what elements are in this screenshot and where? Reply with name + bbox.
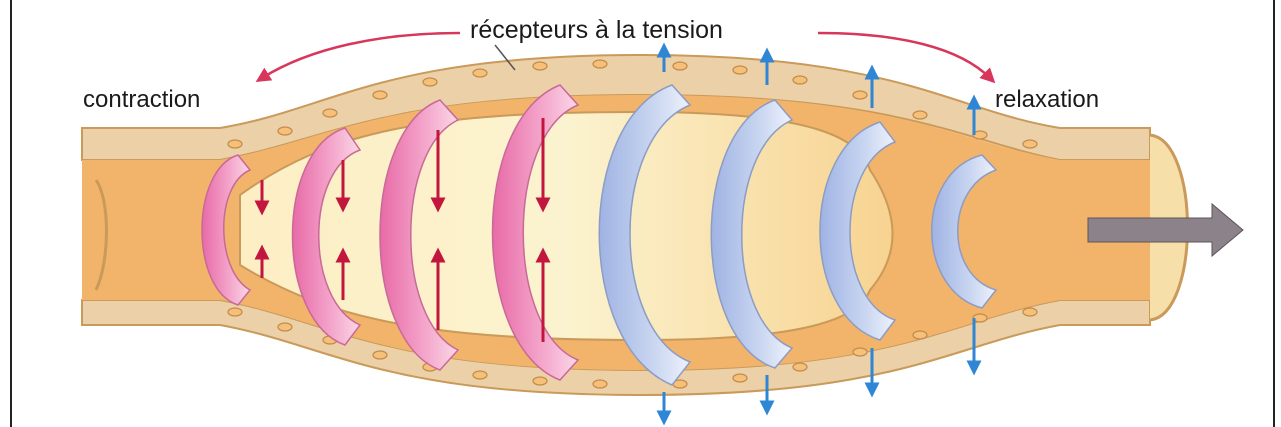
contraction-label: contraction [83,86,200,114]
receptor-label: récepteurs à la tension [470,16,723,45]
relaxation-label: relaxation [995,86,1099,114]
